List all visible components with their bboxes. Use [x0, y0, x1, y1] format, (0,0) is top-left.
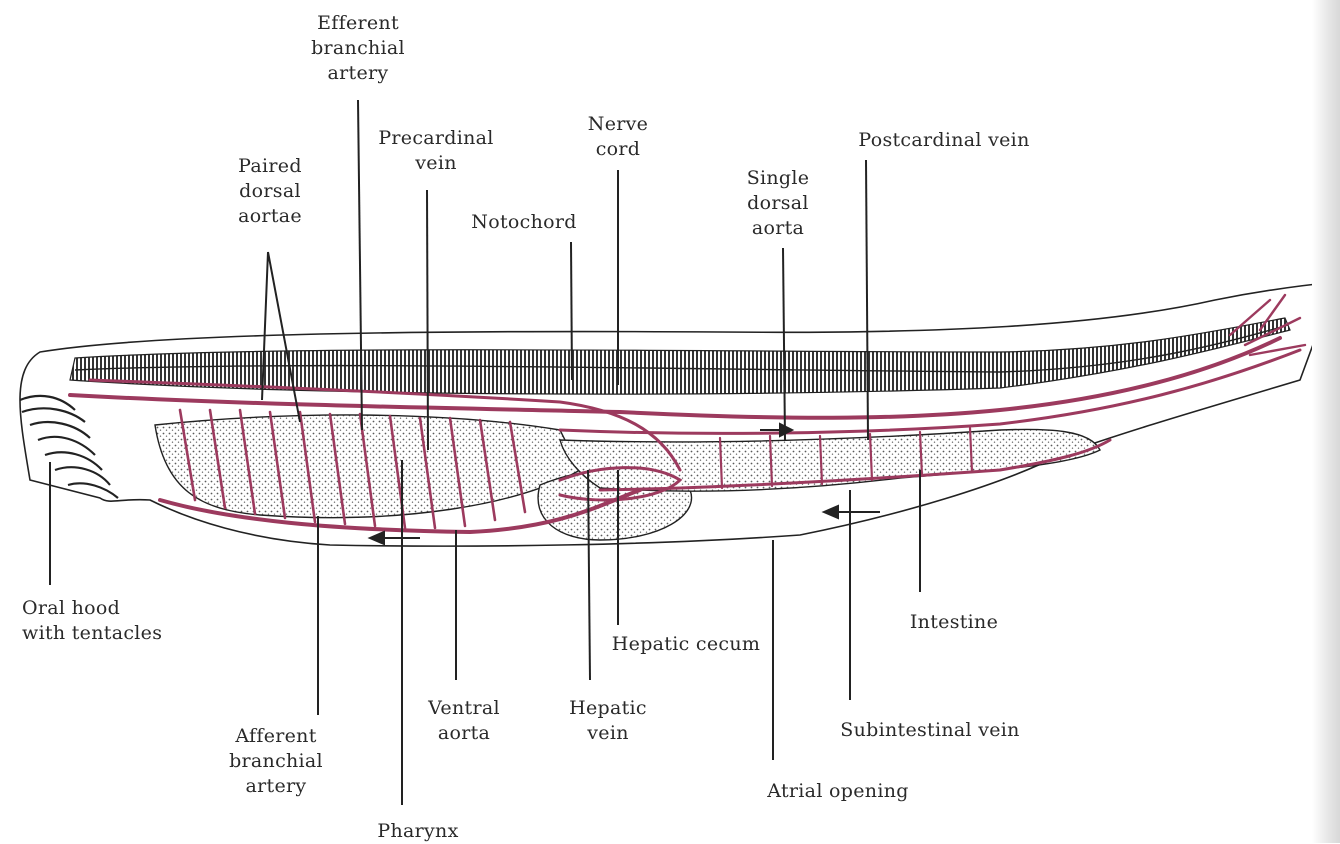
- label-notochord: Notochord: [471, 210, 576, 235]
- label-hepatic-cecum: Hepatic cecum: [612, 632, 760, 657]
- label-pharynx: Pharynx: [377, 819, 458, 844]
- label-subintestinal-vein: Subintestinal vein: [840, 718, 1019, 743]
- label-intestine: Intestine: [910, 610, 998, 635]
- label-postcardinal-vein: Postcardinal vein: [858, 128, 1029, 153]
- label-single-dorsal-aorta: Single dorsal aorta: [747, 166, 810, 241]
- label-atrial-opening: Atrial opening: [767, 779, 908, 804]
- page-edge-shadow: [1312, 0, 1340, 843]
- label-paired-dorsal-aortae: Paired dorsal aortae: [238, 154, 302, 229]
- label-precardinal-vein: Precardinal vein: [378, 126, 493, 176]
- label-oral-hood: Oral hood with tentacles: [22, 596, 162, 646]
- label-efferent-branchial-artery: Efferent branchial artery: [311, 11, 405, 86]
- label-nerve-cord: Nerve cord: [588, 112, 648, 162]
- label-afferent-branchial-artery: Afferent branchial artery: [229, 724, 323, 799]
- label-ventral-aorta: Ventral aorta: [428, 696, 500, 746]
- label-hepatic-vein: Hepatic vein: [569, 696, 647, 746]
